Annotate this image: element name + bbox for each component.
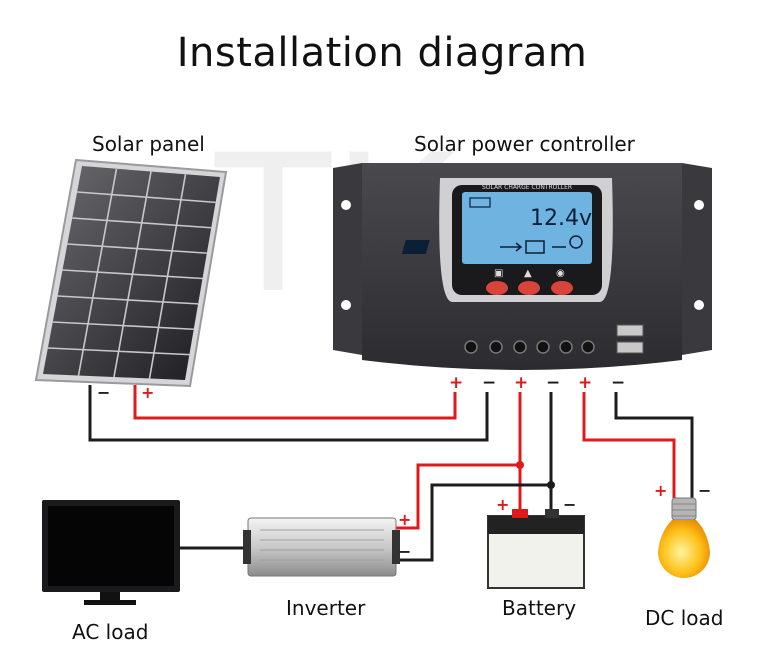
panel-cell-row-line <box>62 269 203 280</box>
junction-negative <box>547 481 555 489</box>
controller-label: Solar power controller <box>414 132 635 156</box>
panel-negative-wire <box>88 385 489 442</box>
terminal-screws <box>464 340 595 354</box>
panel-cell-grid <box>47 168 216 379</box>
panel-negative-mark: − <box>97 383 110 402</box>
panel-cell-row-line <box>47 347 190 356</box>
wiring <box>88 385 694 562</box>
terminal-labels: + − + − + − <box>449 373 625 393</box>
lcd-voltage: 12.4v <box>530 206 592 231</box>
svg-text:+: + <box>578 373 592 393</box>
lcd-arrow-icon <box>500 242 523 252</box>
battery-positive-mark: + <box>496 495 509 514</box>
panel-positive-mark: + <box>141 383 154 402</box>
ac-load-monitor <box>42 500 180 605</box>
dc-load-bulb <box>658 497 710 578</box>
panel-cell-row-line <box>72 217 212 229</box>
inverter-positive-wire <box>392 463 520 530</box>
svg-text:−: − <box>482 373 496 393</box>
inverter-label: Inverter <box>286 596 366 620</box>
lcd-battery-icon <box>525 240 545 254</box>
lcd-panel-icon <box>401 240 430 254</box>
dc-load-positive-mark: + <box>654 481 667 500</box>
ac-load-label: AC load <box>72 620 149 644</box>
panel-cell-row-line <box>67 243 207 254</box>
menu-button[interactable] <box>486 281 508 295</box>
solar-panel <box>34 158 228 388</box>
menu-icon: ▣ <box>494 268 503 279</box>
svg-text:+: + <box>514 373 528 393</box>
inverter <box>243 517 400 577</box>
dc-load-positive-wire <box>582 392 676 498</box>
usb-port-1[interactable] <box>616 324 644 337</box>
battery-negative-mark: − <box>563 495 576 514</box>
load-button[interactable] <box>551 281 573 295</box>
svg-text:−: − <box>546 373 560 393</box>
dc-load-negative-wire <box>614 392 694 498</box>
battery-label: Battery <box>502 596 577 620</box>
inverter-positive-mark: + <box>398 510 411 529</box>
up-icon: ▲ <box>524 268 532 279</box>
up-button[interactable] <box>518 281 540 295</box>
solar-panel-label: Solar panel <box>92 132 205 156</box>
panel-cell-row-line <box>52 321 194 331</box>
inverter-negative-mark: − <box>398 542 411 561</box>
inverter-negative-wire <box>392 483 551 562</box>
dc-load-negative-mark: − <box>698 481 711 500</box>
panel-cell-row-line <box>77 191 216 204</box>
svg-text:−: − <box>611 373 625 393</box>
lcd-bulb-icon <box>569 235 583 249</box>
panel-cell-row-line <box>57 295 199 305</box>
usb-port-2[interactable] <box>616 341 644 354</box>
battery <box>487 509 585 589</box>
page-title: Installation diagram <box>176 30 588 76</box>
lcd-header: SOLAR CHARGE CONTROLLER <box>482 184 572 191</box>
solar-controller: SOLAR CHARGE CONTROLLER 12.4v ▣ ▲ ◉ <box>333 163 712 370</box>
dc-load-label: DC load <box>645 606 724 630</box>
load-switch-icon: ◉ <box>556 268 565 279</box>
junction-positive <box>516 461 524 469</box>
lcd-screen <box>462 192 592 264</box>
panel-positive-wire <box>133 385 457 420</box>
battery-level-icon <box>469 197 491 208</box>
svg-text:+: + <box>449 373 463 393</box>
